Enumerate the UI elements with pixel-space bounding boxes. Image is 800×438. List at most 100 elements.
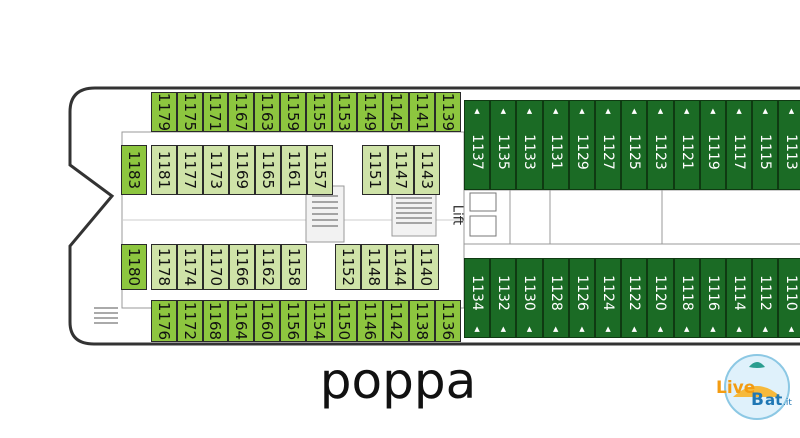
cabin-1140[interactable]: 1140 — [413, 244, 439, 290]
cabin-1139[interactable]: 1139 — [434, 92, 461, 132]
cabin-1115[interactable]: 1115▲ — [752, 100, 779, 190]
cabin-number: 1131 — [547, 134, 564, 170]
cabin-1110[interactable]: 1110▲ — [778, 258, 800, 338]
cabin-1152[interactable]: 1152 — [335, 244, 361, 290]
cabin-1123[interactable]: 1123▲ — [647, 100, 674, 190]
cabin-1163[interactable]: 1163 — [254, 92, 280, 132]
marker-icon: ▲ — [579, 107, 585, 115]
cabin-1133[interactable]: 1133▲ — [516, 100, 543, 190]
cabin-number: 1119 — [704, 134, 721, 170]
cabin-1159[interactable]: 1159 — [280, 92, 306, 132]
cabin-1164[interactable]: 1164 — [228, 300, 255, 342]
cabin-1176[interactable]: 1176 — [151, 300, 177, 342]
cabin-1142[interactable]: 1142 — [383, 300, 409, 342]
cabin-1156[interactable]: 1156 — [280, 300, 306, 342]
cabin-1169[interactable]: 1169 — [229, 145, 255, 195]
cabin-1149[interactable]: 1149 — [357, 92, 384, 132]
cabin-1168[interactable]: 1168 — [202, 300, 229, 342]
cabin-1173[interactable]: 1173 — [203, 145, 229, 195]
cabin-1128[interactable]: 1128▲ — [542, 258, 569, 338]
cabin-1126[interactable]: 1126▲ — [568, 258, 595, 338]
cabin-1122[interactable]: 1122▲ — [621, 258, 648, 338]
cabin-number: 1169 — [233, 150, 251, 190]
marker-icon: ▲ — [710, 325, 716, 333]
cabin-1113[interactable]: 1113▲ — [778, 100, 800, 190]
cabin-1119[interactable]: 1119 ▲ — [699, 100, 726, 190]
cabin-1146[interactable]: 1146 — [357, 300, 384, 342]
cabin-1121[interactable]: 1121▲ — [673, 100, 700, 190]
cabin-1150[interactable]: 1150 — [331, 300, 358, 342]
cabin-1183[interactable]: 1183 — [121, 145, 147, 195]
cabin-1144[interactable]: 1144 — [387, 244, 413, 290]
cabin-1143[interactable]: 1143 — [414, 145, 440, 195]
cabin-1171[interactable]: 1171 — [202, 92, 229, 132]
marker-icon: ▲ — [552, 325, 559, 333]
cabin-1177[interactable]: 1177 — [177, 145, 203, 195]
cabin-1153[interactable]: 1153 — [331, 92, 358, 132]
cabin-1147[interactable]: 1147 — [388, 145, 414, 195]
cabin-1131[interactable]: 1131▲ — [542, 100, 569, 190]
cabin-number: 1114 — [731, 275, 748, 311]
cabin-1127[interactable]: 1127▲ — [595, 100, 622, 190]
cabin-1172[interactable]: 1172 — [176, 300, 203, 342]
cabin-number: 1163 — [258, 92, 277, 132]
cabin-1166[interactable]: 1166 — [229, 244, 255, 290]
cabin-1160[interactable]: 1160 — [254, 300, 280, 342]
cabin-1117[interactable]: 1117▲ — [726, 100, 753, 190]
cabin-1120[interactable]: 1120▲ — [647, 258, 674, 338]
cabin-number: 1180 — [125, 247, 143, 287]
cabin-1130[interactable]: 1130▲ — [516, 258, 543, 338]
cabin-1132[interactable]: 1132▲ — [490, 258, 517, 338]
cabin-number: 1132 — [495, 275, 512, 311]
cabin-number: 1125 — [626, 134, 643, 170]
cabin-1137[interactable]: 1137▲ — [464, 100, 491, 190]
cabin-1180[interactable]: 1180 — [121, 244, 147, 290]
marker-icon: ▲ — [710, 107, 716, 115]
cabin-1114[interactable]: 1114 ▲ — [726, 258, 753, 338]
cabin-1141[interactable]: 1141 — [409, 92, 435, 132]
cabin-1174[interactable]: 1174 — [177, 244, 203, 290]
cabin-1135[interactable]: 1135▲ — [490, 100, 517, 190]
cabin-1116[interactable]: 1116▲ — [699, 258, 726, 338]
cabin-number: 1177 — [181, 150, 199, 190]
cabin-1136[interactable]: 1136 — [434, 300, 461, 342]
cabin-1124[interactable]: 1124▲ — [595, 258, 622, 338]
cabin-1162[interactable]: 1162 — [255, 244, 281, 290]
cabin-1165[interactable]: 1165 — [255, 145, 281, 195]
cabin-1118[interactable]: 1118▲ — [673, 258, 700, 338]
cabin-1179[interactable]: 1179 — [151, 92, 177, 132]
cabin-1151[interactable]: 1151 — [362, 145, 388, 195]
cabin-number: 1168 — [206, 301, 225, 341]
marker-icon: ▲ — [736, 107, 742, 115]
cabin-1138[interactable]: 1138 — [409, 300, 435, 342]
cabin-1170[interactable]: 1170 — [203, 244, 229, 290]
cabin-1145[interactable]: 1145 — [383, 92, 409, 132]
cabin-1134[interactable]: 1134▲ — [464, 258, 491, 338]
cabin-1178[interactable]: 1178 — [151, 244, 177, 290]
cabin-1112[interactable]: 1112▲ — [752, 258, 779, 338]
marker-icon: ▲ — [631, 325, 637, 333]
marker-icon: ▲ — [657, 107, 664, 115]
cabin-1154[interactable]: 1154 — [305, 300, 332, 342]
cabin-number: 1179 — [154, 92, 173, 132]
cabin-1175[interactable]: 1175 — [176, 92, 203, 132]
cabin-number: 1141 — [412, 92, 431, 132]
cabin-1157[interactable]: 1157 — [307, 145, 333, 195]
cabin-number: 1160 — [258, 301, 277, 341]
cabin-1161[interactable]: 1161 — [281, 145, 307, 195]
cabin-number: 1124 — [600, 275, 617, 311]
marker-icon: ▲ — [605, 107, 611, 115]
cabin-1148[interactable]: 1148 — [361, 244, 387, 290]
cabin-number: 1156 — [283, 301, 302, 341]
marker-icon: ▲ — [736, 325, 742, 333]
cabin-1167[interactable]: 1167 — [228, 92, 255, 132]
cabin-number: 1174 — [181, 247, 199, 287]
cabin-number: 1129 — [573, 134, 590, 170]
cabin-1158[interactable]: 1158 — [281, 244, 307, 290]
cabin-1155[interactable]: 1155 — [305, 92, 332, 132]
cabin-1125[interactable]: 1125▲ — [621, 100, 648, 190]
cabin-1129[interactable]: 1129 ▲ — [568, 100, 595, 190]
cabin-number: 1143 — [418, 150, 436, 190]
cabin-number: 1144 — [391, 247, 409, 287]
cabin-1181[interactable]: 1181 — [151, 145, 177, 195]
